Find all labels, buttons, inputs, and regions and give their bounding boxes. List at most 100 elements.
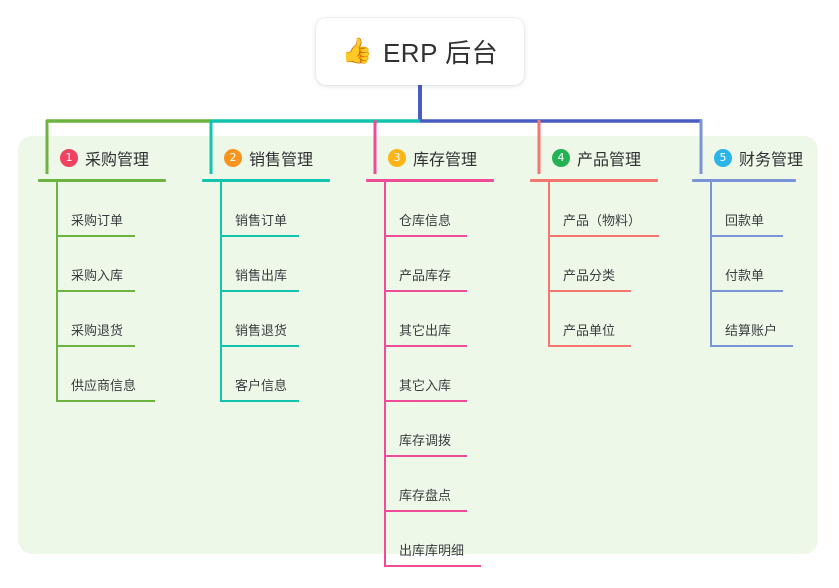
branch-header-1[interactable]: 1 采购管理 — [38, 146, 188, 170]
leaf-underline — [385, 510, 467, 512]
branch-items-1: 采购订单采购入库采购退货供应商信息 — [38, 182, 188, 402]
branch-column-3: 3 库存管理仓库信息产品库存其它出库其它入库库存调拨库存盘点出库库明细 — [366, 146, 516, 567]
leaf-node[interactable]: 产品（物料） — [530, 182, 680, 237]
leaf-label: 采购订单 — [71, 213, 124, 228]
leaf-label: 仓库信息 — [399, 213, 452, 228]
leaf-label: 产品库存 — [399, 268, 452, 283]
leaf-label: 供应商信息 — [71, 378, 137, 393]
leaf-label: 销售退货 — [235, 323, 288, 338]
leaf-underline — [221, 345, 299, 347]
branch-column-5: 5 财务管理回款单付款单结算账户 — [692, 146, 818, 347]
leaf-node[interactable]: 库存调拨 — [366, 402, 516, 457]
leaf-label: 客户信息 — [235, 378, 288, 393]
leaf-node[interactable]: 产品单位 — [530, 292, 680, 347]
leaf-underline — [221, 235, 299, 237]
branch-title-1: 采购管理 — [85, 152, 150, 169]
leaf-underline — [385, 455, 467, 457]
branch-column-2: 2 销售管理销售订单销售出库销售退货客户信息 — [202, 146, 352, 402]
leaf-node[interactable]: 其它出库 — [366, 292, 516, 347]
leaf-label: 结算账户 — [725, 323, 778, 338]
leaf-underline — [711, 345, 793, 347]
leaf-node[interactable]: 产品库存 — [366, 237, 516, 292]
leaf-underline — [711, 290, 783, 292]
leaf-underline — [221, 290, 299, 292]
leaf-node[interactable]: 供应商信息 — [38, 347, 188, 402]
leaf-node[interactable]: 其它入库 — [366, 347, 516, 402]
leaf-label: 库存调拨 — [399, 433, 452, 448]
branch-badge-1: 1 — [60, 149, 78, 167]
leaf-node[interactable]: 采购订单 — [38, 182, 188, 237]
page-title: ERP 后台 — [382, 38, 499, 68]
leaf-label: 产品（物料） — [563, 213, 642, 228]
leaf-label: 销售出库 — [235, 268, 288, 283]
branch-stem-4 — [548, 182, 550, 347]
branch-title-2: 销售管理 — [249, 152, 314, 169]
leaf-underline — [385, 565, 481, 567]
leaf-underline — [385, 345, 467, 347]
leaf-underline — [221, 400, 299, 402]
leaf-node[interactable]: 采购入库 — [38, 237, 188, 292]
branch-stem-2 — [220, 182, 222, 402]
branch-badge-2: 2 — [224, 149, 242, 167]
leaf-node[interactable]: 产品分类 — [530, 237, 680, 292]
branch-underline-4 — [530, 179, 658, 182]
branch-underline-3 — [366, 179, 494, 182]
leaf-underline — [57, 290, 135, 292]
leaf-underline — [385, 400, 467, 402]
leaf-label: 采购入库 — [71, 268, 124, 283]
leaf-underline — [549, 345, 631, 347]
branch-underline-2 — [202, 179, 330, 182]
branches-panel — [18, 136, 818, 554]
leaf-label: 其它入库 — [399, 378, 452, 393]
leaf-node[interactable]: 采购退货 — [38, 292, 188, 347]
leaf-node[interactable]: 客户信息 — [202, 347, 352, 402]
leaf-node[interactable]: 出库库明细 — [366, 512, 516, 567]
leaf-label: 采购退货 — [71, 323, 124, 338]
leaf-node[interactable]: 销售订单 — [202, 182, 352, 237]
leaf-label: 回款单 — [725, 213, 765, 228]
branch-items-2: 销售订单销售出库销售退货客户信息 — [202, 182, 352, 402]
leaf-label: 销售订单 — [235, 213, 288, 228]
branch-badge-3: 3 — [388, 149, 406, 167]
leaf-underline — [549, 235, 659, 237]
leaf-node[interactable]: 付款单 — [692, 237, 818, 292]
branch-items-4: 产品（物料） 产品分类产品单位 — [530, 182, 680, 347]
leaf-underline — [385, 290, 467, 292]
leaf-label: 付款单 — [725, 268, 765, 283]
leaf-underline — [57, 345, 135, 347]
branch-stem-3 — [384, 182, 386, 567]
branch-items-5: 回款单付款单结算账户 — [692, 182, 818, 347]
leaf-label: 库存盘点 — [399, 488, 452, 503]
branch-title-3: 库存管理 — [413, 152, 478, 169]
leaf-node[interactable]: 销售退货 — [202, 292, 352, 347]
root-node[interactable]: 👍 ERP 后台 — [316, 18, 524, 85]
leaf-label: 产品单位 — [563, 323, 616, 338]
leaf-node[interactable]: 库存盘点 — [366, 457, 516, 512]
branch-title-5: 财务管理 — [739, 152, 804, 169]
branch-stem-1 — [56, 182, 58, 402]
branch-header-2[interactable]: 2 销售管理 — [202, 146, 352, 170]
leaf-node[interactable]: 回款单 — [692, 182, 818, 237]
branch-badge-5: 5 — [714, 149, 732, 167]
leaf-node[interactable]: 销售出库 — [202, 237, 352, 292]
branch-header-5[interactable]: 5 财务管理 — [692, 146, 818, 170]
leaf-node[interactable]: 仓库信息 — [366, 182, 516, 237]
leaf-label: 其它出库 — [399, 323, 452, 338]
leaf-node[interactable]: 结算账户 — [692, 292, 818, 347]
leaf-underline — [549, 290, 631, 292]
branch-title-4: 产品管理 — [577, 152, 642, 169]
branch-column-1: 1 采购管理采购订单采购入库采购退货供应商信息 — [38, 146, 188, 402]
leaf-label: 产品分类 — [563, 268, 616, 283]
leaf-underline — [385, 235, 467, 237]
leaf-underline — [57, 235, 135, 237]
branch-stem-5 — [710, 182, 712, 347]
leaf-label: 出库库明细 — [399, 543, 465, 558]
branch-header-3[interactable]: 3 库存管理 — [366, 146, 516, 170]
leaf-underline — [711, 235, 783, 237]
branch-underline-1 — [38, 179, 166, 182]
leaf-underline — [57, 400, 155, 402]
branch-underline-5 — [692, 179, 796, 182]
